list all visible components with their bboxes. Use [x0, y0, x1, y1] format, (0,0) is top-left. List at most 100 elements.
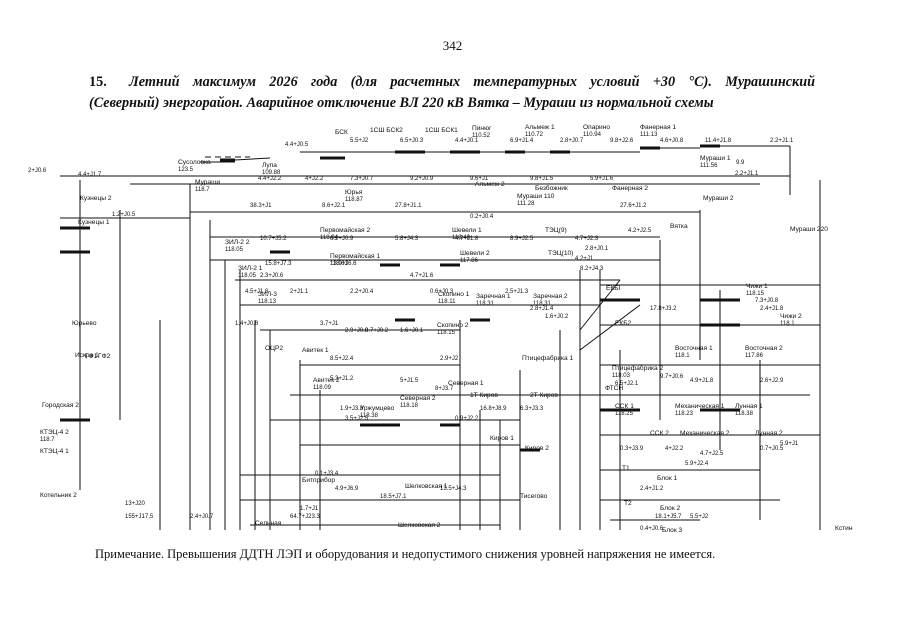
flow-label-87: 2.4+J0.7 — [190, 514, 214, 520]
node-voltage-38: 118.15 — [437, 330, 456, 336]
node-voltage-0: 123.5 — [178, 167, 194, 173]
node-voltage-18: 118.7 — [195, 187, 210, 193]
flow-label-71: 4+J2.2 — [665, 446, 684, 452]
flow-label-55: 1.6+J0.1 — [400, 328, 424, 334]
node-name-49: ФТСН — [605, 385, 623, 392]
flow-label-49: 2.4+J1.8 — [760, 306, 784, 312]
node-name-68: Сельная — [255, 520, 282, 527]
flow-label-75: 5.9+J1 — [780, 441, 799, 447]
flow-label-85: 13+J20 — [125, 501, 146, 507]
flow-label-46: 1.6+J0.2 — [545, 314, 569, 320]
node-name-12: Безбожник — [535, 184, 568, 192]
node-name-76: Т1 — [622, 465, 630, 472]
flow-label-39: 4.7+J1.6 — [410, 273, 434, 279]
flow-label-0: 2+J0.6 — [28, 168, 47, 174]
flow-label-4: 6.5+J0.3 — [400, 138, 424, 144]
flow-label-77: 4.9+J6.9 — [335, 486, 359, 492]
node-voltage-8: 111.13 — [640, 132, 658, 138]
node-name-36: ОЦР2 — [265, 345, 283, 352]
node-name-75: ГФ2 — [98, 353, 111, 360]
node-name-50: ССК 1 — [615, 403, 634, 410]
node-voltage-20: 118.01 — [330, 261, 349, 267]
node-name-4: 1СШ БСК1 — [425, 127, 458, 134]
node-voltage-6: 110.72 — [525, 132, 544, 138]
node-name-24: ТЭЦ(10) — [548, 250, 573, 257]
flow-label-53: 2.9+J0.8 — [345, 328, 369, 334]
flow-label-27: 10.7+J5.2 — [260, 236, 287, 242]
node-voltage-7: 110.94 — [583, 132, 602, 138]
node-name-67: Шелковская 2 — [398, 522, 441, 529]
node-name-77: Т2 — [624, 500, 632, 507]
flow-label-8: 9.8+J2.6 — [610, 138, 634, 144]
node-voltage-14: 111.28 — [517, 201, 535, 207]
node-name-26: Кузнецы 1 — [78, 219, 110, 226]
flow-label-33: 2.8+J0.1 — [585, 246, 609, 252]
flow-label-6: 6.9+J1.4 — [510, 138, 534, 144]
node-name-23: ТЭЦ(9) — [545, 227, 567, 234]
flow-label-37: 13.9+J6.6 — [330, 261, 357, 267]
node-voltage-46: 117.86 — [745, 353, 764, 359]
flow-label-19: 2.2+J1.1 — [735, 171, 759, 177]
flow-label-18: 5.9+J1.6 — [590, 176, 614, 182]
node-voltage-52: 118.23 — [675, 411, 694, 417]
flow-label-68: 16.8+J8.9 — [480, 406, 507, 412]
flow-label-52: 3.7+J1 — [320, 321, 339, 327]
flow-label-65: 1.9+J3.8 — [340, 406, 364, 412]
node-voltage-57: 118.09 — [313, 385, 332, 391]
flow-label-29: 5.8+J4.3 — [395, 236, 419, 242]
flow-label-10: 11.4+J1.8 — [705, 138, 732, 144]
node-name-66: Шелковская 1 — [405, 483, 448, 490]
flow-label-15: 9.2+J0.9 — [410, 176, 434, 182]
node-name-20: Первомайская 1 — [330, 252, 380, 260]
node-name-54: Лунная 1 — [735, 403, 763, 410]
flow-label-20: 9.9 — [736, 160, 745, 166]
node-name-63: Киров 1 — [490, 435, 514, 442]
node-name-38: Скопино 2 — [437, 322, 469, 329]
node-name-7: Опарино — [583, 124, 610, 131]
node-name-11: Альмеж 2 — [475, 181, 505, 188]
node-name-28: Искра 1 — [75, 352, 99, 359]
flow-label-50: 7.3+J0.8 — [755, 298, 779, 304]
node-name-44: Чижи 2 — [780, 313, 802, 320]
node-name-73: Кстин — [835, 525, 853, 532]
flow-label-60: 8+J3.7 — [435, 386, 454, 392]
node-name-37: Скопино 1 — [438, 291, 470, 298]
flow-label-73: 5.9+J2.4 — [685, 461, 709, 467]
node-name-51: ССК 2 — [650, 430, 669, 437]
flow-label-63: 4.9+J1.8 — [690, 378, 714, 384]
node-name-9: Мураши 1 — [700, 155, 731, 162]
flow-label-16: 9.6+J1 — [470, 176, 489, 182]
flow-label-9: 4.6+J0.8 — [660, 138, 684, 144]
footnote: Примечание. Превышения ДДТН ЛЭП и оборуд… — [95, 547, 716, 561]
flow-label-22: 8.6+J2.1 — [322, 203, 346, 209]
node-name-48: Птицефабрика 2 — [612, 364, 664, 372]
node-name-16: Вятка — [670, 223, 688, 230]
node-name-13: Фанерная 2 — [612, 185, 648, 192]
node-name-35: ЗИЛ-3 — [258, 291, 277, 298]
flow-label-1: 4.4+J1.7 — [78, 172, 102, 178]
node-name-33: ЗИЛ-2 2 — [225, 239, 250, 246]
flow-label-79: 13.5+J4.3 — [440, 486, 467, 492]
flow-label-83: 5.5+J2 — [690, 514, 709, 520]
node-name-59: Северная 2 — [400, 395, 436, 402]
node-name-5: Пинюг — [472, 125, 492, 132]
node-name-10: Мураши 2 — [703, 195, 734, 202]
node-name-69: Тисегово — [520, 493, 548, 500]
diagram-wires — [60, 145, 821, 530]
flow-label-43: 2.2+J0.4 — [350, 289, 374, 295]
flow-label-78: 18.5+J7.1 — [380, 494, 407, 500]
flow-label-70: 0.3+J3.9 — [620, 446, 644, 452]
flow-label-54: 0.7+J0.2 — [365, 328, 389, 334]
flow-label-26: 1.2+J0.5 — [112, 212, 136, 218]
node-voltage-30: 118.7 — [40, 437, 55, 443]
node-voltage-15: 118.87 — [345, 197, 364, 203]
node-name-17: Мураши 220 — [790, 226, 828, 233]
node-voltage-21: 118.46 — [452, 235, 471, 241]
flow-label-86: 155+J17.5 — [125, 514, 154, 520]
node-name-41: ЕКБI — [606, 285, 621, 292]
node-name-62: 2Т Киров — [530, 392, 558, 399]
caption-line-2: (Северный) энергорайон. Аварийное отключ… — [89, 95, 714, 111]
flow-label-25: 0.2+J0.4 — [470, 214, 494, 220]
node-name-14: Мураши 110 — [517, 193, 555, 200]
flow-label-56: 8.5+J2.4 — [330, 356, 354, 362]
